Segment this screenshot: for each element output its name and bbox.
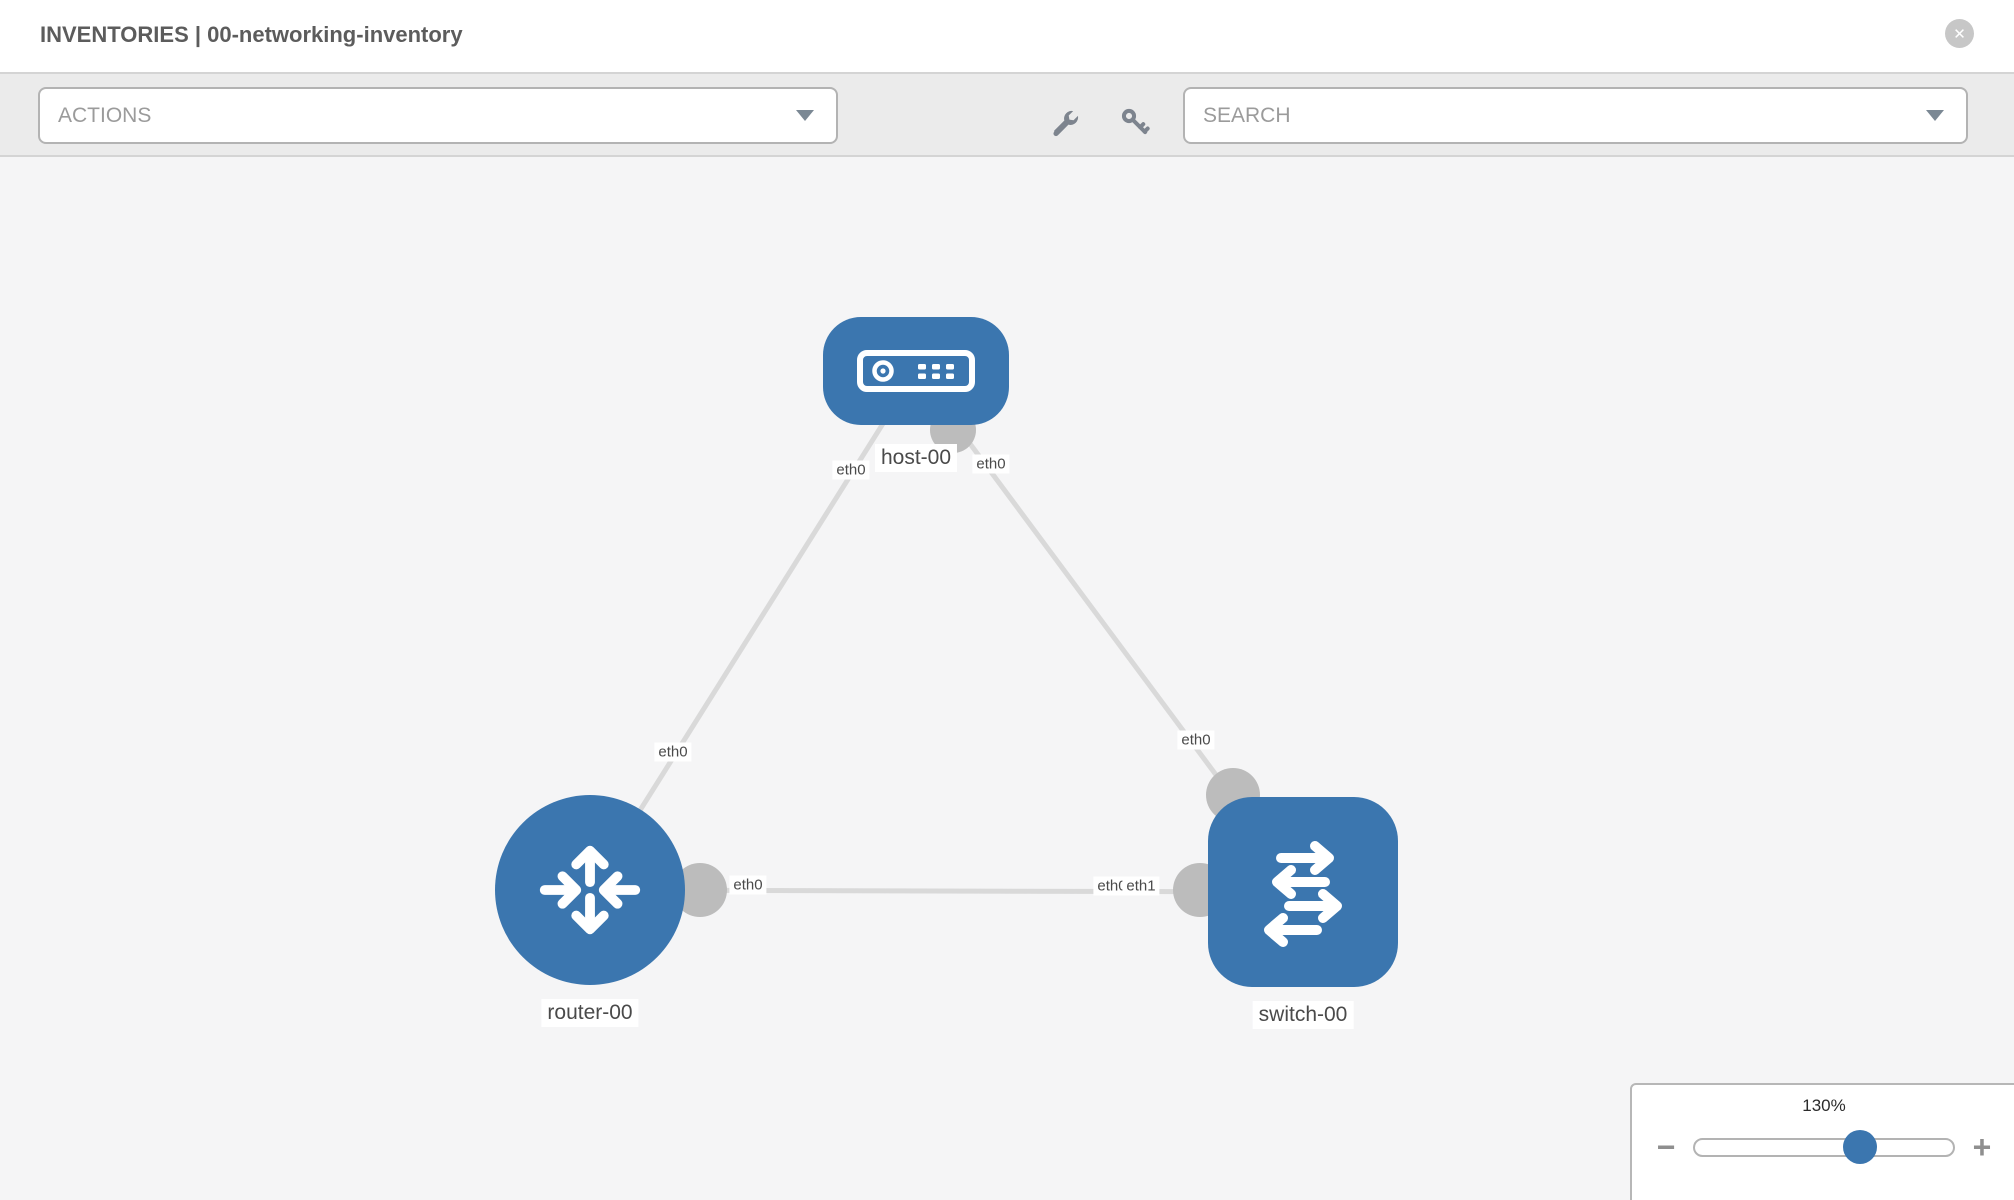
zoom-in-button[interactable]: + [1972, 1129, 1992, 1165]
links-layer [587, 369, 1306, 917]
interface-label-switch-to-host: eth0 [1177, 730, 1215, 750]
interface-label-host-to-router: eth0 [832, 460, 870, 480]
node-router-00[interactable] [495, 795, 685, 985]
close-button[interactable]: ✕ [1945, 19, 1974, 48]
switch-icon [1264, 841, 1342, 947]
actions-dropdown[interactable]: ACTIONS [38, 87, 838, 144]
node-label-switch: switch-00 [1252, 1001, 1354, 1029]
interface-dot-router [673, 863, 727, 917]
toolbar: ACTIONS SEARCH [0, 72, 2014, 157]
topology-canvas[interactable]: host-00 router-00 switch-00 eth0 eth0 et… [0, 157, 2014, 1200]
zoom-slider-track[interactable] [1693, 1130, 1955, 1164]
node-label-host: host-00 [874, 444, 958, 472]
close-icon: ✕ [1953, 25, 1966, 43]
node-label-router: router-00 [541, 999, 639, 1027]
chevron-down-icon [796, 110, 814, 121]
actions-dropdown-label: ACTIONS [58, 103, 152, 127]
zoom-control-panel: 130% − + [1630, 1083, 2014, 1200]
interface-label-switch-eth0: eth0 [1093, 876, 1131, 896]
host-icon [857, 350, 975, 392]
interface-label-router-to-switch: eth0 [729, 875, 767, 895]
link-host-router[interactable] [587, 369, 919, 892]
zoom-slider-thumb[interactable] [1843, 1130, 1878, 1164]
zoom-out-button[interactable]: − [1656, 1129, 1676, 1165]
search-dropdown-label: SEARCH [1203, 103, 1291, 127]
wrench-icon [1053, 110, 1079, 137]
zoom-level-value: 130% [1802, 1096, 1846, 1115]
node-switch-00[interactable] [1208, 797, 1398, 987]
interface-label-switch-eth1: eth1 [1122, 876, 1160, 896]
header-bar: INVENTORIES | 00-networking-inventory ✕ [0, 0, 2014, 72]
wrench-button[interactable] [1043, 100, 1087, 144]
node-host-00[interactable] [823, 317, 1009, 425]
chevron-down-icon [1926, 110, 1944, 121]
key-button[interactable] [1113, 100, 1157, 144]
search-dropdown[interactable]: SEARCH [1183, 87, 1968, 144]
interface-label-router-to-host: eth0 [654, 742, 692, 762]
router-icon [539, 845, 641, 935]
key-icon [1121, 108, 1150, 135]
interface-label-host-to-switch: eth0 [972, 454, 1010, 474]
page-title: INVENTORIES | 00-networking-inventory [40, 22, 463, 47]
